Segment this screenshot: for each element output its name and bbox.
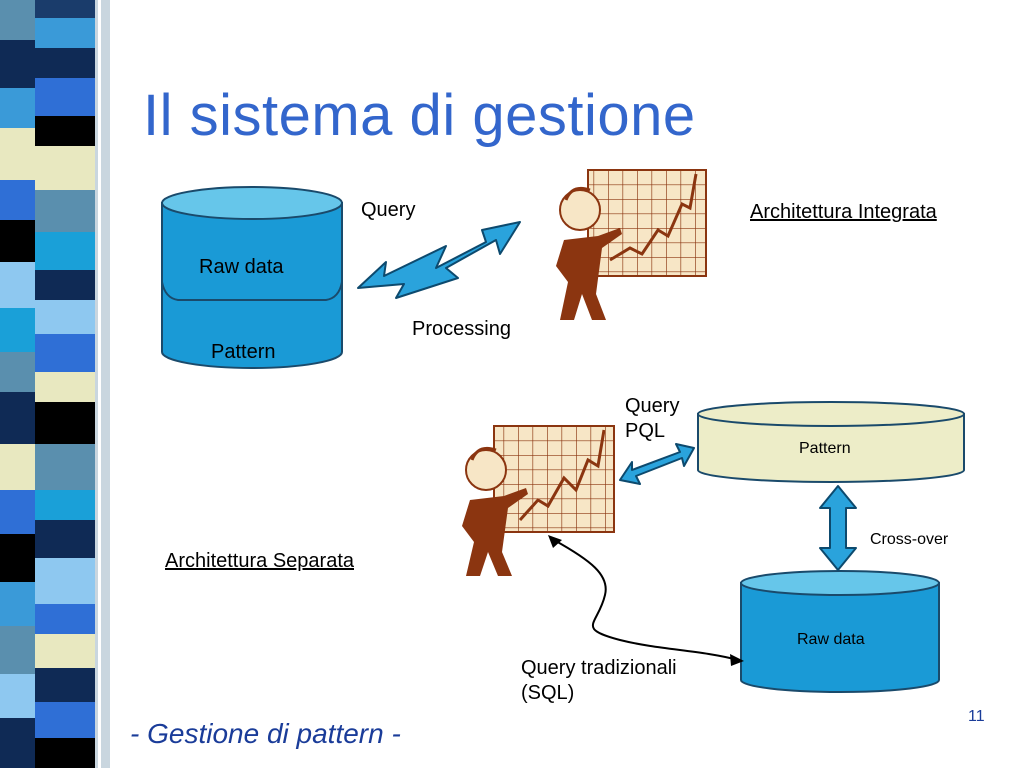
separated-architecture-heading: Architettura Separata (165, 550, 354, 572)
integrated-db-top-label: Raw data (199, 256, 284, 278)
slide-title: Il sistema di gestione (143, 83, 696, 148)
pattern-database-icon (697, 401, 965, 483)
pattern-db-label: Pattern (799, 440, 851, 457)
crossover-arrow-icon (819, 485, 857, 571)
presenter-with-chart-icon (556, 169, 707, 320)
integrated-db-bottom-label: Pattern (211, 341, 276, 363)
raw-data-db-label: Raw data (797, 631, 865, 648)
query-pql-arrow-icon (619, 443, 695, 485)
integrated-architecture-heading: Architettura Integrata (750, 201, 937, 223)
integrated-query-label: Query (361, 199, 416, 221)
raw-data-database-icon (740, 570, 940, 693)
query-processing-arrow-icon (357, 221, 521, 299)
query-sql-arrow-icon (548, 535, 744, 666)
query-pql-label: Query PQL (625, 395, 680, 442)
integrated-processing-label: Processing (412, 318, 511, 340)
page-number: 11 (968, 708, 985, 725)
slide-footer: - Gestione di pattern - (130, 718, 401, 749)
integrated-database-icon (161, 186, 343, 369)
query-sql-label: Query tradizionali (SQL) (521, 657, 677, 704)
sidebar-stripes (0, 0, 110, 768)
decorative-sidebar (0, 0, 110, 768)
presenter-with-chart-icon (462, 425, 615, 576)
crossover-label: Cross-over (870, 531, 949, 548)
